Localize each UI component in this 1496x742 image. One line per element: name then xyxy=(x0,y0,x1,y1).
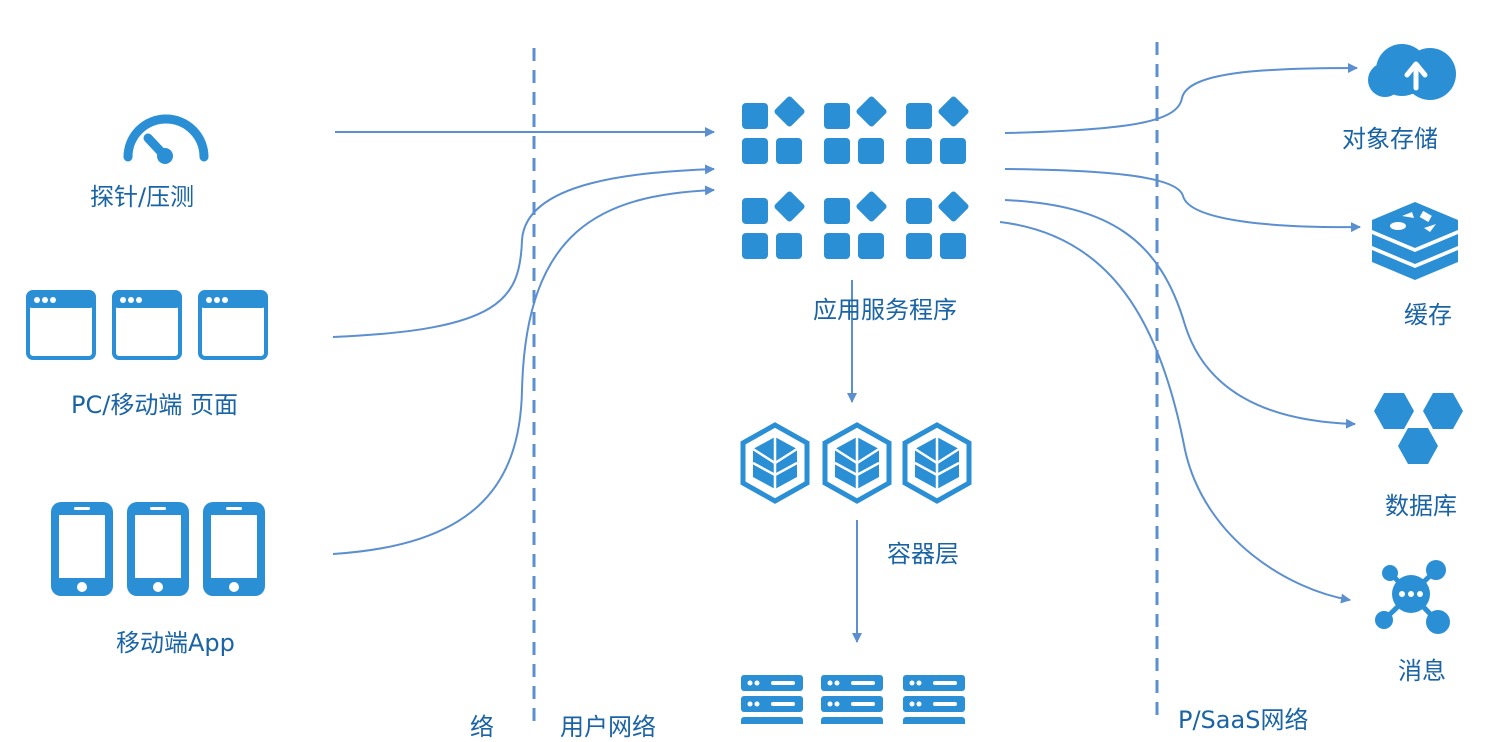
mobile-app-label: 移动端App xyxy=(116,629,235,657)
probe-label: 探针/压测 xyxy=(90,183,195,211)
zone-label-middle: 用户网络 xyxy=(560,713,656,741)
edge-service-to-cache xyxy=(1004,168,1361,233)
web-pages-label: PC/移动端 页面 xyxy=(71,391,238,419)
app-service-label: 应用服务程序 xyxy=(813,296,957,324)
edge-service-to-database xyxy=(1004,199,1356,429)
cloud-upload-icon xyxy=(1368,44,1456,100)
server-rack-icon xyxy=(741,675,965,724)
gauge-icon xyxy=(123,114,209,164)
edge-app-to-service xyxy=(332,185,715,555)
container-layer-label: 容器层 xyxy=(887,540,959,568)
zone-label-right: P/SaaS网络 xyxy=(1178,706,1309,734)
edge-web-to-service xyxy=(332,164,715,338)
edge-service-to-message xyxy=(999,221,1351,604)
redis-stack-icon xyxy=(1372,202,1458,280)
message-label: 消息 xyxy=(1398,657,1446,685)
container-cube-icon xyxy=(743,425,969,501)
database-label: 数据库 xyxy=(1385,492,1457,520)
message-hub-icon xyxy=(1375,560,1450,634)
cache-label: 缓存 xyxy=(1404,301,1452,329)
browser-window-icon xyxy=(26,290,268,360)
object-storage-label: 对象存储 xyxy=(1342,125,1438,153)
smartphone-icon xyxy=(51,502,265,596)
service-grid-icon xyxy=(742,95,970,259)
architecture-diagram xyxy=(26,42,1463,724)
hexagon-cluster-icon xyxy=(1374,393,1463,464)
edge-service-to-storage xyxy=(1004,63,1358,134)
zone-label-left: 络 xyxy=(470,713,494,741)
